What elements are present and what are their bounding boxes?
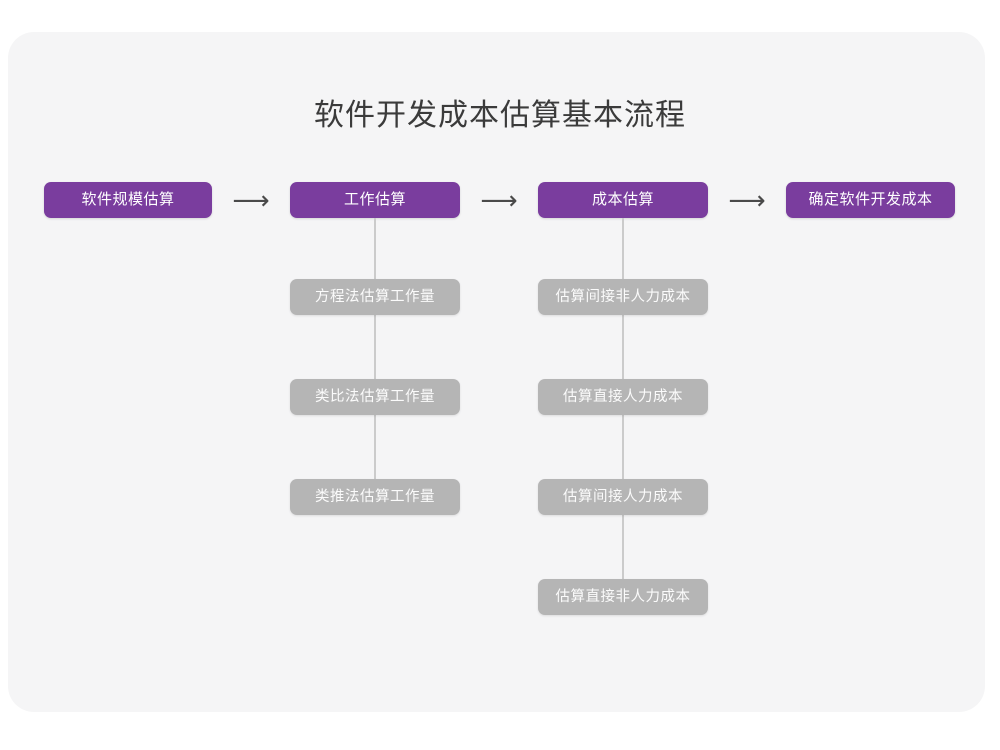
diagram-card-background [8, 32, 985, 712]
connector-line-effort-column [374, 218, 376, 514]
arrow-stage2-to-stage3: ⟶ [480, 185, 518, 215]
substep-node-equation-method-effort[interactable]: 方程法估算工作量 [290, 279, 460, 315]
stage-node-effort-estimation[interactable]: 工作估算 [290, 182, 460, 218]
substep-node-direct-nonlabor-cost[interactable]: 估算直接非人力成本 [538, 579, 708, 615]
arrow-stage3-to-stage4: ⟶ [728, 185, 766, 215]
substep-node-indirect-labor-cost[interactable]: 估算间接人力成本 [538, 479, 708, 515]
stage-node-determine-development-cost[interactable]: 确定软件开发成本 [786, 182, 955, 218]
substep-node-analogy-method-effort[interactable]: 类比法估算工作量 [290, 379, 460, 415]
stage-node-cost-estimation[interactable]: 成本估算 [538, 182, 708, 218]
arrow-stage1-to-stage2: ⟶ [232, 185, 270, 215]
connector-line-cost-column [622, 218, 624, 614]
substep-node-direct-labor-cost[interactable]: 估算直接人力成本 [538, 379, 708, 415]
substep-node-indirect-nonlabor-cost[interactable]: 估算间接非人力成本 [538, 279, 708, 315]
page-title: 软件开发成本估算基本流程 [314, 99, 686, 132]
substep-node-inference-method-effort[interactable]: 类推法估算工作量 [290, 479, 460, 515]
stage-node-software-scale-estimation[interactable]: 软件规模估算 [44, 182, 212, 218]
